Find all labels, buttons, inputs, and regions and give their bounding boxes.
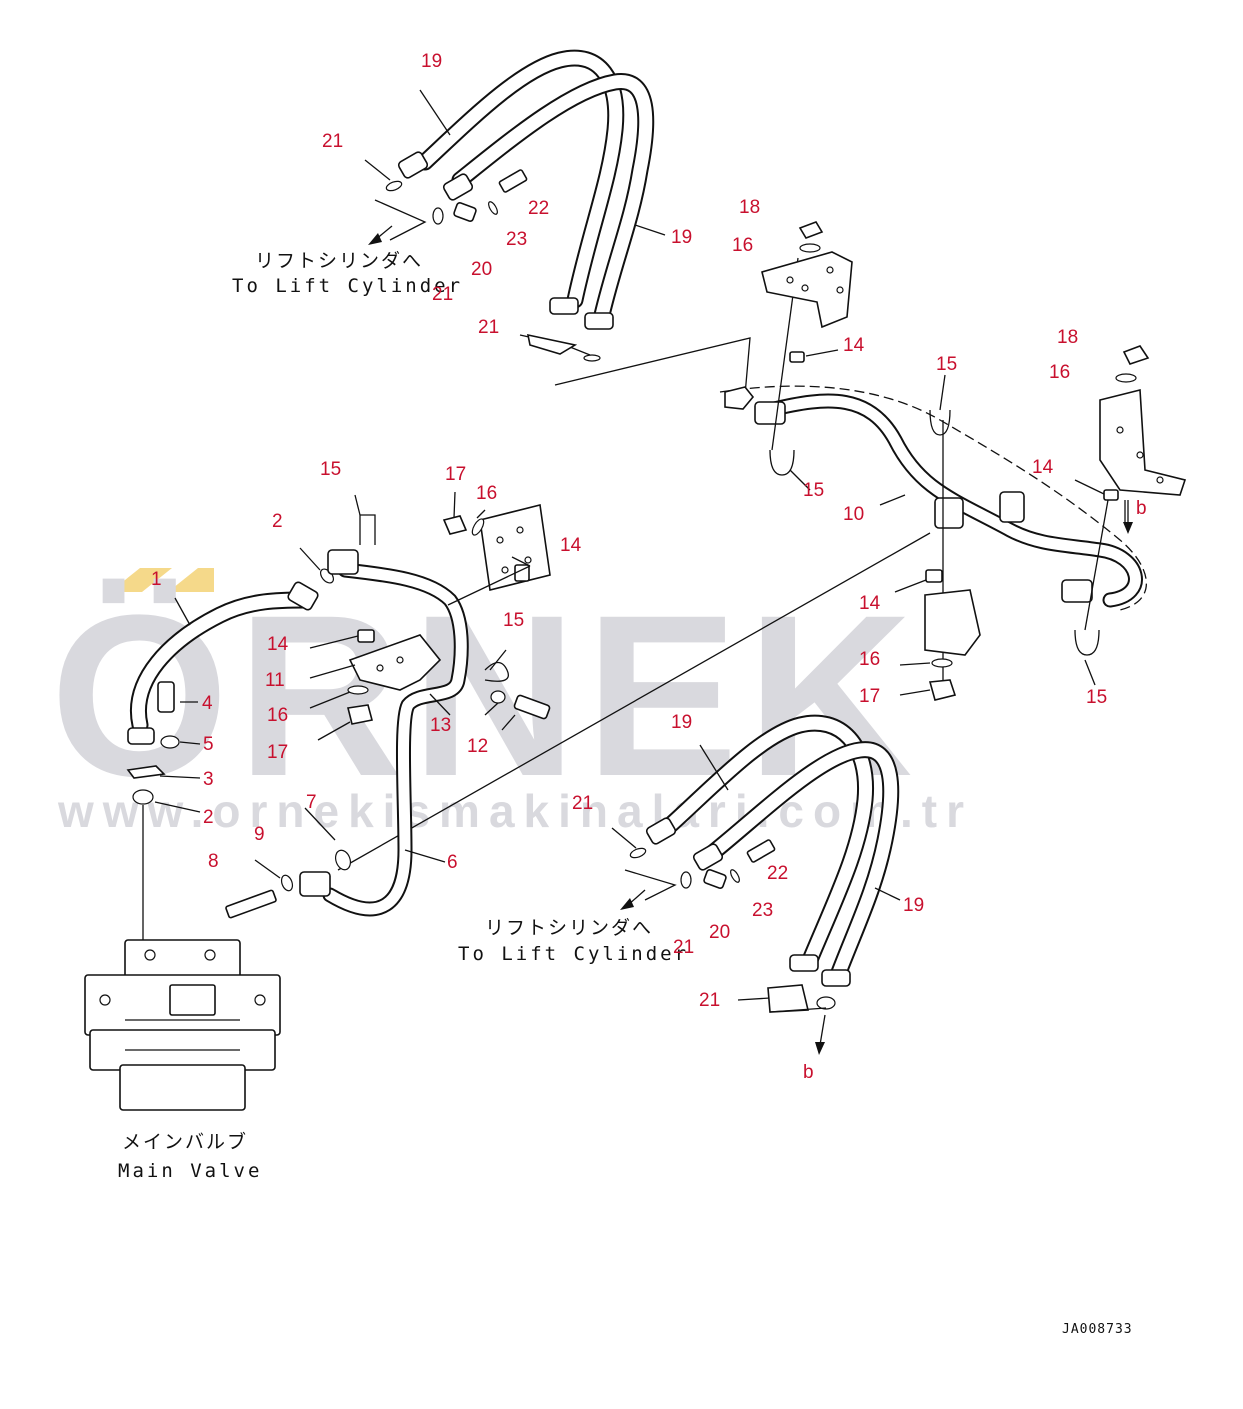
callout-16: 16 — [267, 705, 288, 726]
callout-15: 15 — [1086, 687, 1107, 708]
callout-22: 22 — [528, 198, 549, 219]
watermark-brand: ÖRNEK — [50, 567, 921, 824]
caption-to-lift-cylinder-jp-bottom: リフトシリンダへ — [485, 917, 653, 939]
callout-14: 14 — [843, 335, 865, 356]
callout-15: 15 — [320, 459, 341, 480]
callout-13: 13 — [430, 715, 451, 736]
caption-main-valve-en: Main Valve — [118, 1160, 262, 1182]
callout-21: 21 — [432, 284, 453, 305]
callout-18: 18 — [739, 197, 760, 218]
callout-16: 16 — [732, 235, 753, 256]
callout-21: 21 — [572, 793, 593, 814]
bottom-hose-assembly — [611, 500, 1133, 1055]
callout-b: b — [803, 1062, 814, 1083]
right-brackets — [761, 221, 1187, 701]
callout-7: 7 — [306, 792, 317, 813]
callout-16: 16 — [476, 483, 497, 504]
watermark-accent-left — [110, 568, 172, 592]
left-pipe-assembly — [225, 491, 551, 919]
callout-21: 21 — [699, 990, 720, 1011]
top-hose-assembly — [364, 49, 751, 396]
callout-b: b — [1136, 498, 1147, 519]
callout-5: 5 — [203, 734, 214, 755]
drawing-code: JA008733 — [1062, 1322, 1133, 1337]
caption-to-lift-cylinder-en-bottom: To Lift Cylinder — [458, 943, 689, 965]
callout-16: 16 — [1049, 362, 1070, 383]
callout-2: 2 — [272, 511, 283, 532]
callout-17: 17 — [859, 686, 880, 707]
caption-to-lift-cylinder-jp-top: リフトシリンダへ — [255, 250, 423, 272]
callout-16: 16 — [859, 649, 880, 670]
callout-8: 8 — [208, 851, 219, 872]
callout-20: 20 — [709, 922, 730, 943]
callout-15: 15 — [936, 354, 957, 375]
callout-19: 19 — [421, 51, 442, 72]
callout-14: 14 — [1032, 457, 1054, 478]
callout-15: 15 — [503, 610, 524, 631]
watermark-accent-right — [168, 568, 214, 592]
callout-20: 20 — [471, 259, 492, 280]
callout-17: 17 — [445, 464, 466, 485]
callout-21: 21 — [478, 317, 499, 338]
callout-22: 22 — [767, 863, 788, 884]
callout-1: 1 — [151, 569, 162, 590]
callout-18: 18 — [1057, 327, 1078, 348]
caption-to-lift-cylinder-en-top: To Lift Cylinder — [232, 275, 463, 297]
callout-10: 10 — [843, 504, 864, 525]
callout-12: 12 — [467, 736, 488, 757]
callout-19: 19 — [903, 895, 924, 916]
watermark: ÖRNEK www.ornekismakinalari.com.tr — [50, 567, 973, 837]
callout-17: 17 — [267, 742, 288, 763]
callout-19: 19 — [671, 712, 692, 733]
watermark-url: www.ornekismakinalari.com.tr — [57, 785, 973, 837]
callout-19: 19 — [671, 227, 692, 248]
callout-14: 14 — [859, 593, 881, 614]
callout-23: 23 — [506, 229, 527, 250]
callout-11: 11 — [265, 670, 285, 691]
callout-4: 4 — [202, 693, 213, 714]
callout-2: 2 — [203, 807, 214, 828]
callout-21: 21 — [673, 937, 694, 958]
main-valve — [84, 939, 281, 1111]
callout-14: 14 — [560, 535, 582, 556]
left-hose-assembly — [126, 547, 335, 945]
callout-21: 21 — [322, 131, 343, 152]
callout-3: 3 — [203, 769, 214, 790]
callout-23: 23 — [752, 900, 773, 921]
callout-9: 9 — [254, 824, 265, 845]
callout-14: 14 — [267, 634, 289, 655]
callout-6: 6 — [447, 852, 458, 873]
callouts: 1 2 2 3 4 5 6 7 8 9 10 11 12 13 14 14 14… — [151, 51, 1147, 1083]
caption-main-valve-jp: メインバルブ — [122, 1130, 248, 1153]
callout-15: 15 — [803, 480, 824, 501]
